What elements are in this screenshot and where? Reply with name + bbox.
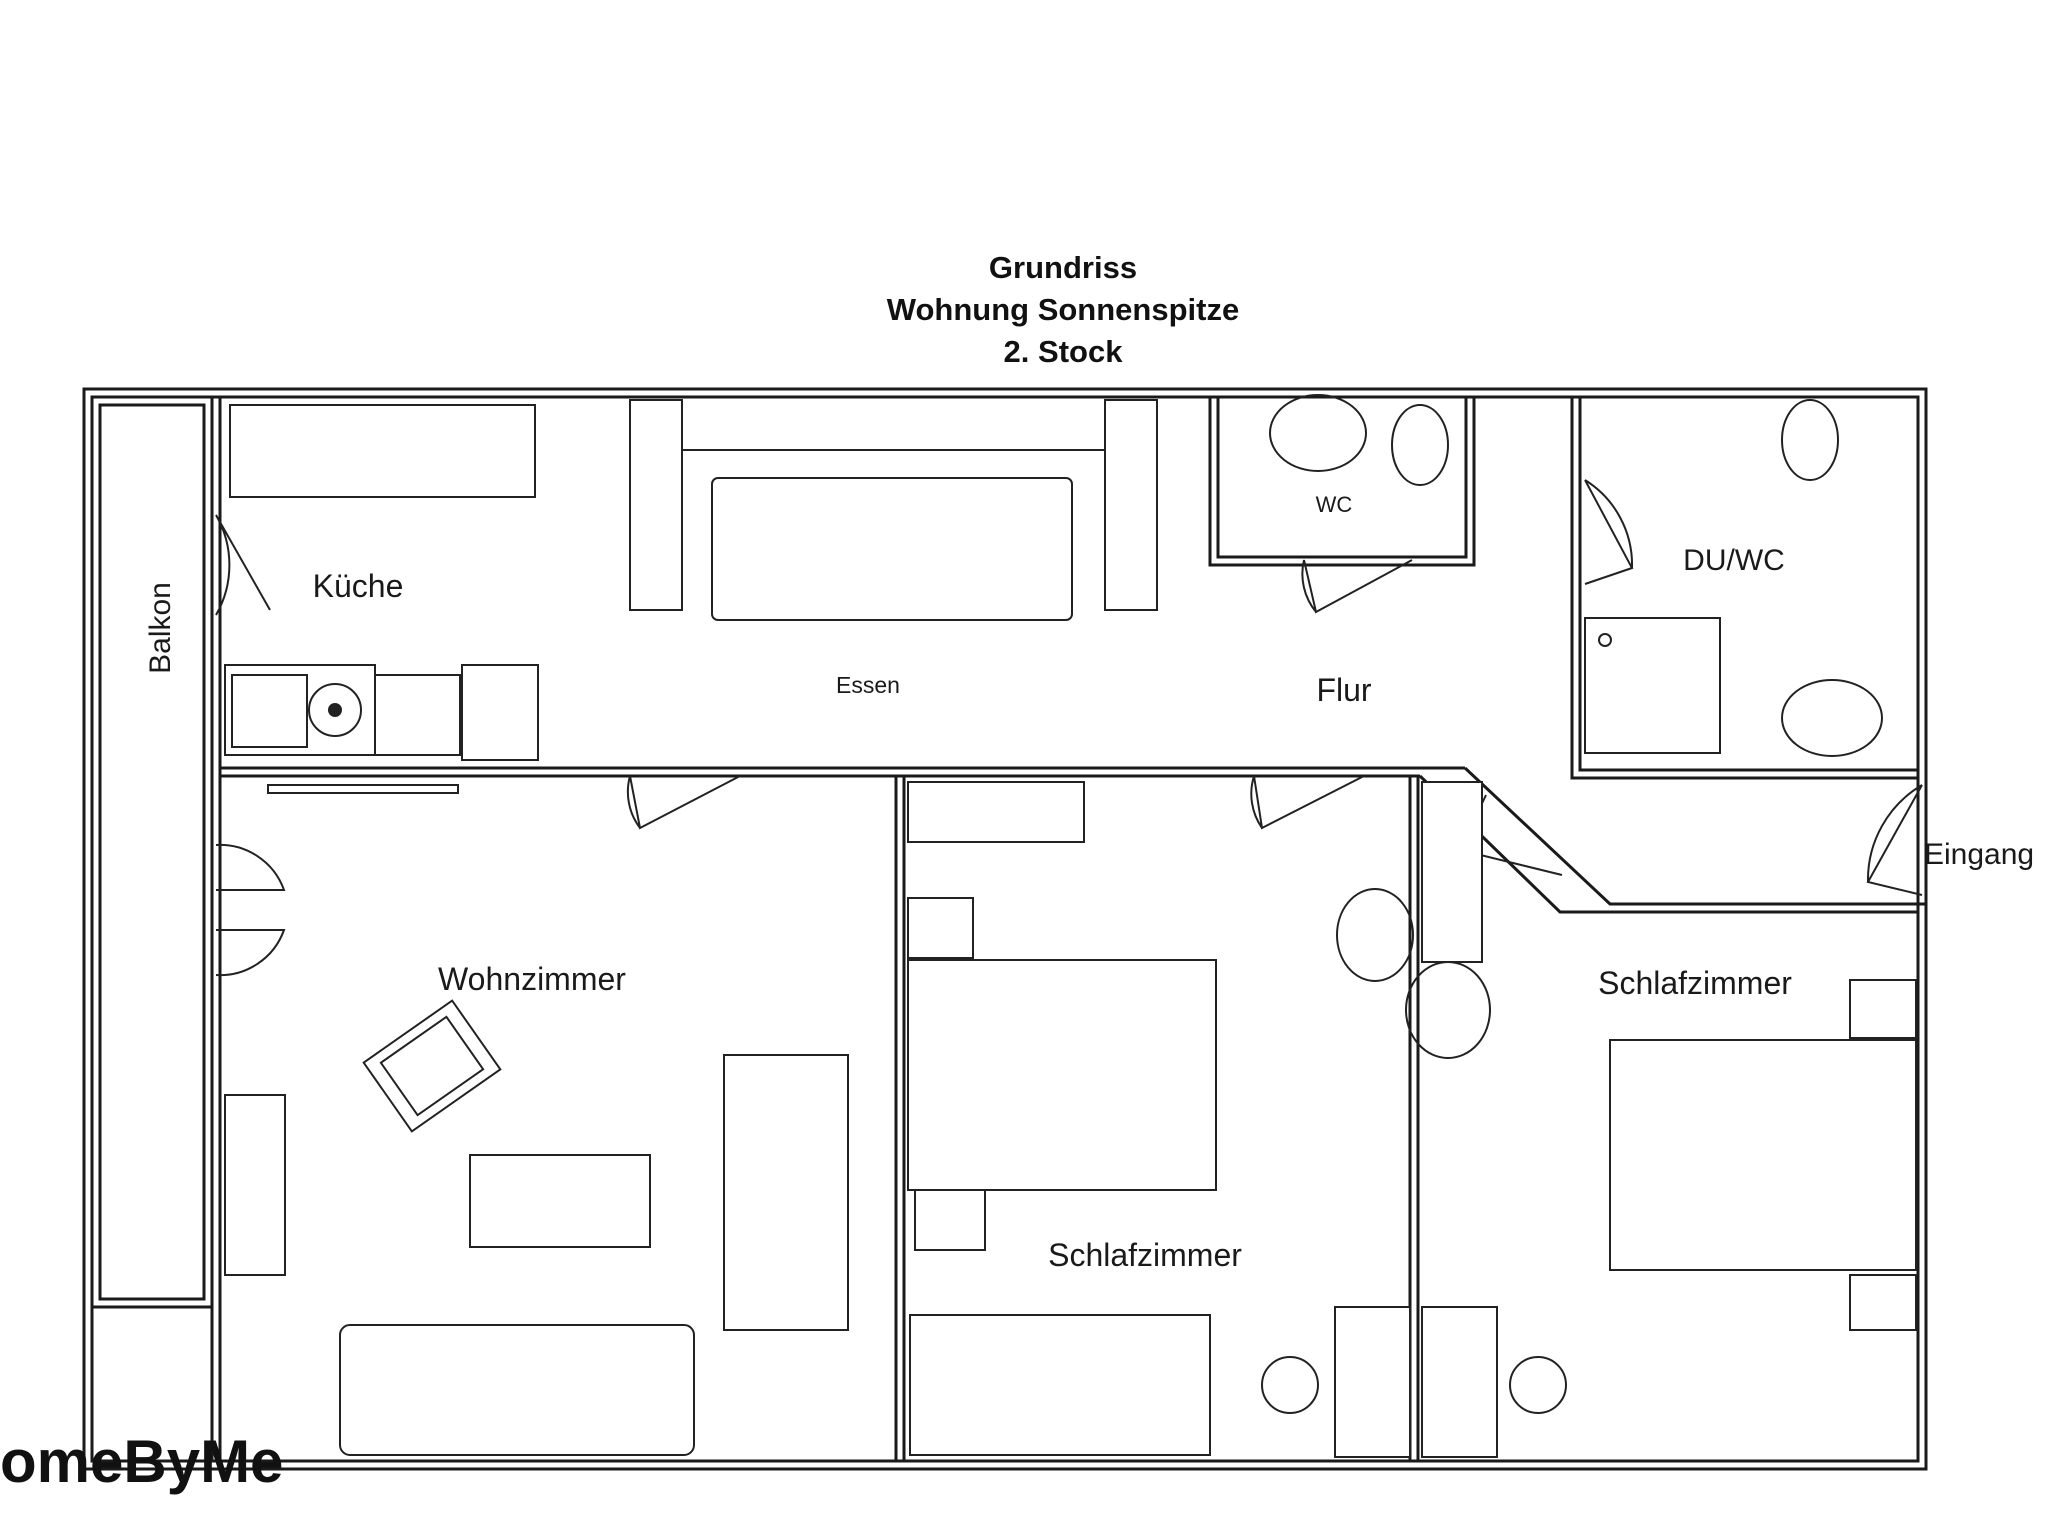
du-wc-basin-icon — [1781, 679, 1883, 757]
dining-bench-right — [1104, 399, 1158, 611]
living-furniture — [224, 784, 849, 1456]
door-kitchen-balcony — [215, 514, 271, 616]
label-wc: WC — [1316, 492, 1353, 517]
room-labels: Balkon Küche Essen WC Flur DU/WC Eingang… — [144, 492, 2034, 1273]
du-wc-toilet-icon — [1781, 399, 1839, 481]
homebyme-logo: omeByMe — [0, 1428, 283, 1495]
balcony-inner — [98, 403, 206, 1301]
bedroom-1-double-bed — [907, 959, 1217, 1191]
label-flur: Flur — [1316, 672, 1371, 708]
label-eingang: Eingang — [1924, 838, 2034, 871]
armchair — [362, 999, 502, 1133]
label-schlafzimmer-2: Schlafzimmer — [1598, 965, 1792, 1001]
bedroom-1-chair-icon — [1261, 1356, 1319, 1414]
bedroom-2-double-bed — [1609, 1039, 1917, 1271]
sink-bowl-icon — [308, 683, 362, 737]
wc-basin-icon — [1269, 394, 1367, 472]
bedroom-2-nightstand-2 — [1849, 1274, 1917, 1331]
plan-title: Grundriss Wohnung Sonnenspitze 2. Stock — [887, 250, 1239, 369]
bedroom-1-nightstand-2 — [914, 1189, 986, 1251]
balcony-outline — [90, 395, 214, 1309]
dining-bench-left — [629, 399, 683, 611]
bedroom-2-wardrobe — [1421, 1306, 1498, 1458]
wc-toilet-icon — [1391, 404, 1449, 486]
bedroom-1-cabinet — [907, 781, 1085, 843]
sofa-right — [723, 1054, 849, 1331]
interior-walls — [220, 395, 1926, 1461]
bedroom-1-single-bed — [909, 1314, 1211, 1456]
bedroom-2-furniture — [1405, 781, 1917, 1458]
kitchen-cabinet — [229, 404, 536, 498]
sink-drainer — [231, 674, 308, 748]
fridge — [461, 664, 539, 761]
outer-wall — [82, 387, 1928, 1471]
bedroom-1-nightstand — [907, 897, 974, 959]
door-living — [626, 775, 741, 830]
door-living-balcony — [215, 843, 286, 977]
shower-tray — [1584, 617, 1721, 754]
door-bedroom-1 — [1250, 775, 1365, 830]
label-schlafzimmer-1: Schlafzimmer — [1048, 1237, 1242, 1273]
armchair-body — [362, 999, 502, 1133]
tv-unit — [267, 784, 459, 794]
bedroom-1-furniture — [907, 781, 1414, 1458]
sideboard — [224, 1094, 286, 1276]
sink-counter — [224, 664, 376, 756]
armchair-seat — [379, 1015, 485, 1117]
door-wc — [1301, 559, 1413, 614]
bedroom-1-basin-icon — [1336, 888, 1414, 982]
bedroom-1-wardrobe — [1334, 1306, 1411, 1458]
door-du-wc — [1584, 479, 1634, 585]
label-balkon: Balkon — [144, 582, 177, 674]
title-line-3: 2. Stock — [1004, 334, 1124, 369]
sofa-bottom — [339, 1324, 695, 1456]
dining-furniture — [629, 399, 1158, 621]
label-du-wc: DU/WC — [1683, 544, 1785, 577]
label-kueche: Küche — [313, 568, 404, 604]
bedroom-2-chair-icon — [1509, 1356, 1567, 1414]
bedroom-2-cabinet — [1421, 781, 1483, 963]
title-line-1: Grundriss — [989, 250, 1137, 285]
dining-table — [711, 477, 1073, 621]
shower-drain-icon — [1598, 633, 1612, 647]
wc-fixtures — [1269, 394, 1883, 757]
stove — [374, 674, 461, 756]
door-entrance — [1866, 784, 1923, 896]
coffee-table — [469, 1154, 651, 1248]
balcony — [90, 395, 222, 1461]
bedroom-2-nightstand — [1849, 979, 1917, 1039]
wall-du-wc — [1570, 397, 1918, 780]
wall-du-wc-inner — [1578, 397, 1918, 772]
label-wohnzimmer: Wohnzimmer — [438, 961, 626, 997]
bedroom-2-basin-icon — [1405, 961, 1491, 1059]
label-essen: Essen — [836, 672, 900, 698]
kitchen-furniture — [224, 404, 539, 761]
wall-wc — [1208, 395, 1476, 567]
wall-hall-diagonal — [1463, 766, 1926, 906]
title-line-2: Wohnung Sonnenspitze — [887, 292, 1239, 327]
sink-drain-icon — [328, 703, 342, 717]
wall-wc-inner — [1216, 395, 1468, 559]
